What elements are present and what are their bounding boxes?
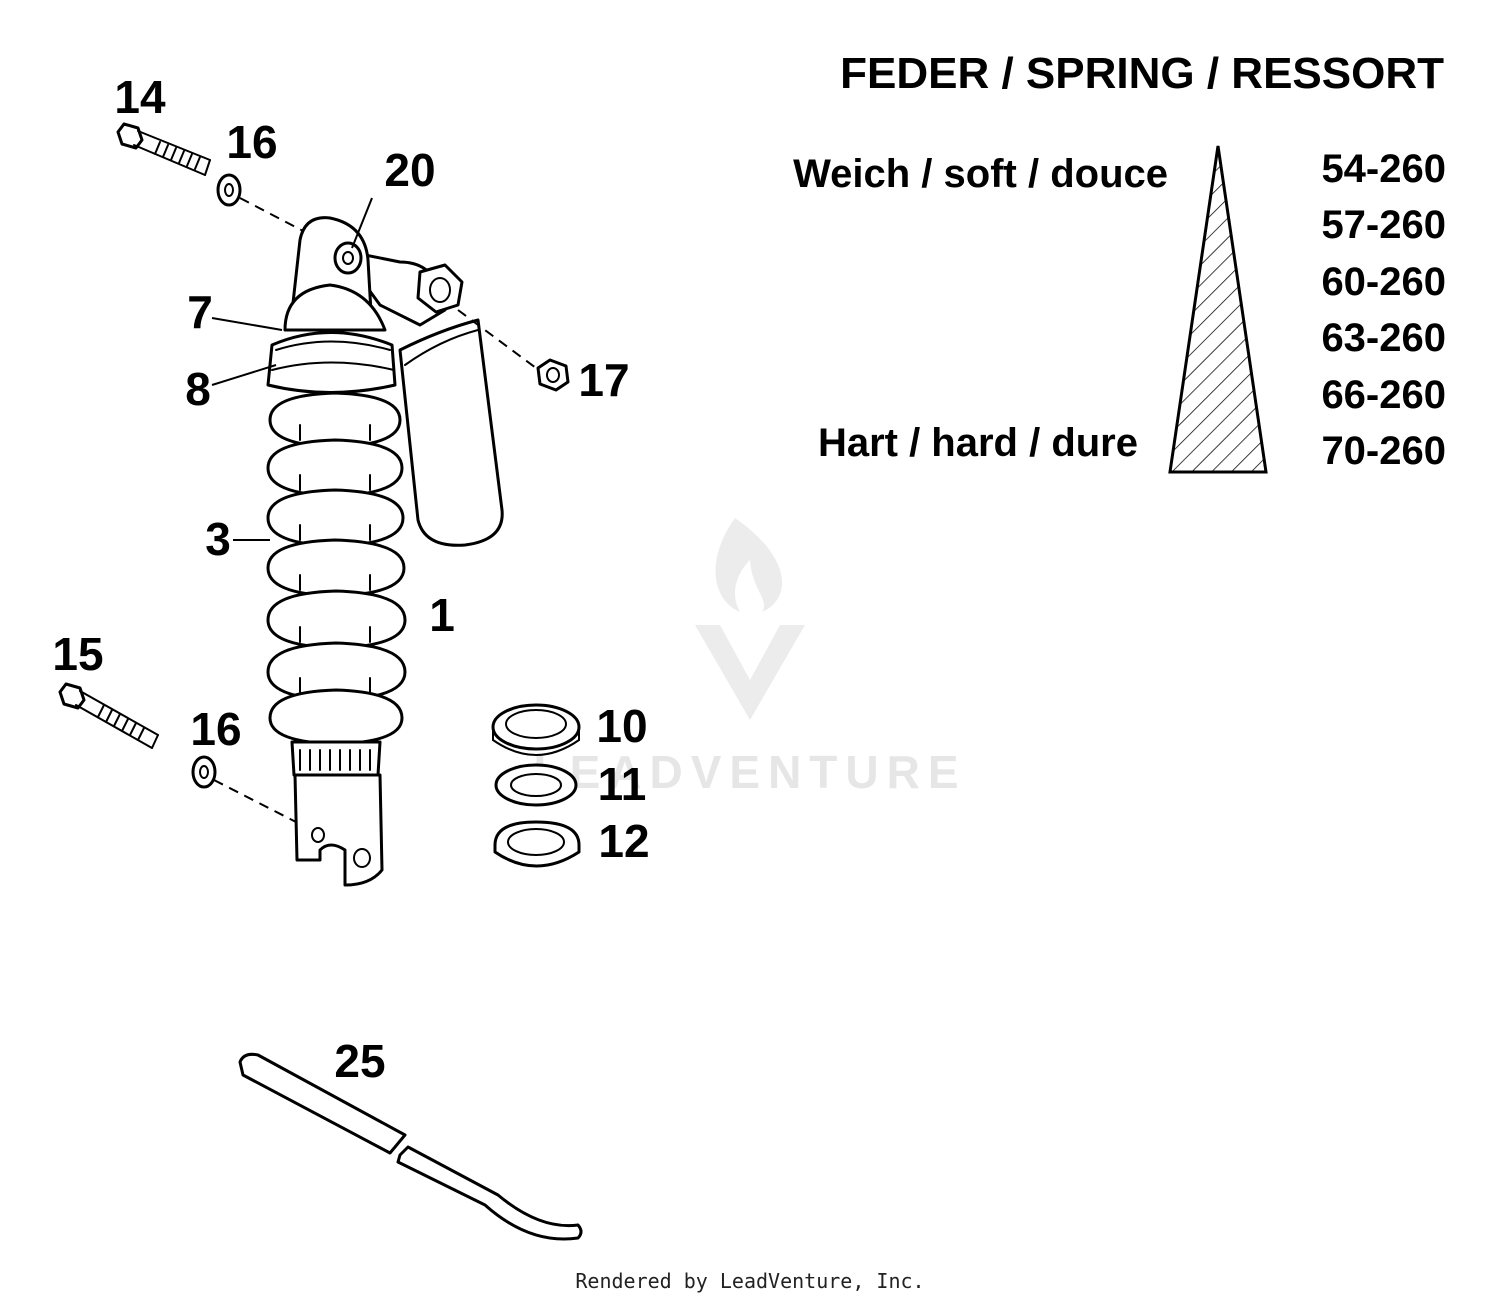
watermark-text: LEADVENTURE [533, 746, 966, 798]
nut-17 [536, 358, 570, 392]
bolt-14 [116, 122, 211, 176]
washer-16-top [216, 173, 242, 207]
hook-wrench-25 [238, 1052, 583, 1241]
soft-label: Weich / soft / douce [793, 152, 1168, 196]
callout-17: 17 [578, 354, 629, 406]
spring-code: 57-260 [1321, 203, 1446, 247]
spring-code: 66-260 [1321, 373, 1446, 417]
ring-11 [494, 763, 578, 807]
callout-12: 12 [598, 815, 649, 867]
callout-25: 25 [334, 1035, 385, 1087]
callout-16-top: 16 [226, 116, 277, 168]
spacer-12 [493, 820, 581, 868]
callout-15: 15 [52, 628, 103, 680]
callout-3: 3 [205, 513, 231, 565]
callout-1: 1 [429, 589, 455, 641]
spring-code: 60-260 [1321, 260, 1446, 304]
spring-heading: FEDER / SPRING / RESSORT [840, 49, 1444, 98]
callout-10: 10 [596, 700, 647, 752]
spring-code-list: 54-260 57-260 60-260 63-260 66-260 70-26… [1321, 147, 1446, 473]
callout-11: 11 [598, 758, 647, 810]
washer-16-bottom [191, 755, 217, 789]
callout-16-bottom: 16 [190, 703, 241, 755]
spring-code: 63-260 [1321, 316, 1446, 360]
footer-credit: Rendered by LeadVenture, Inc. [575, 1269, 924, 1293]
shock-absorber [266, 216, 504, 887]
watermark-logo: LEADVENTURE [533, 518, 966, 798]
bolt-15 [58, 682, 159, 749]
callout-20: 20 [384, 144, 435, 196]
spring-code: 70-260 [1321, 429, 1446, 473]
spring-code: 54-260 [1321, 147, 1446, 191]
hard-label: Hart / hard / dure [818, 421, 1138, 465]
spring-rate-scale [1168, 145, 1268, 474]
callout-14: 14 [114, 71, 166, 123]
spacer-10 [491, 703, 581, 756]
callout-8: 8 [185, 363, 211, 415]
callout-7: 7 [187, 286, 213, 338]
